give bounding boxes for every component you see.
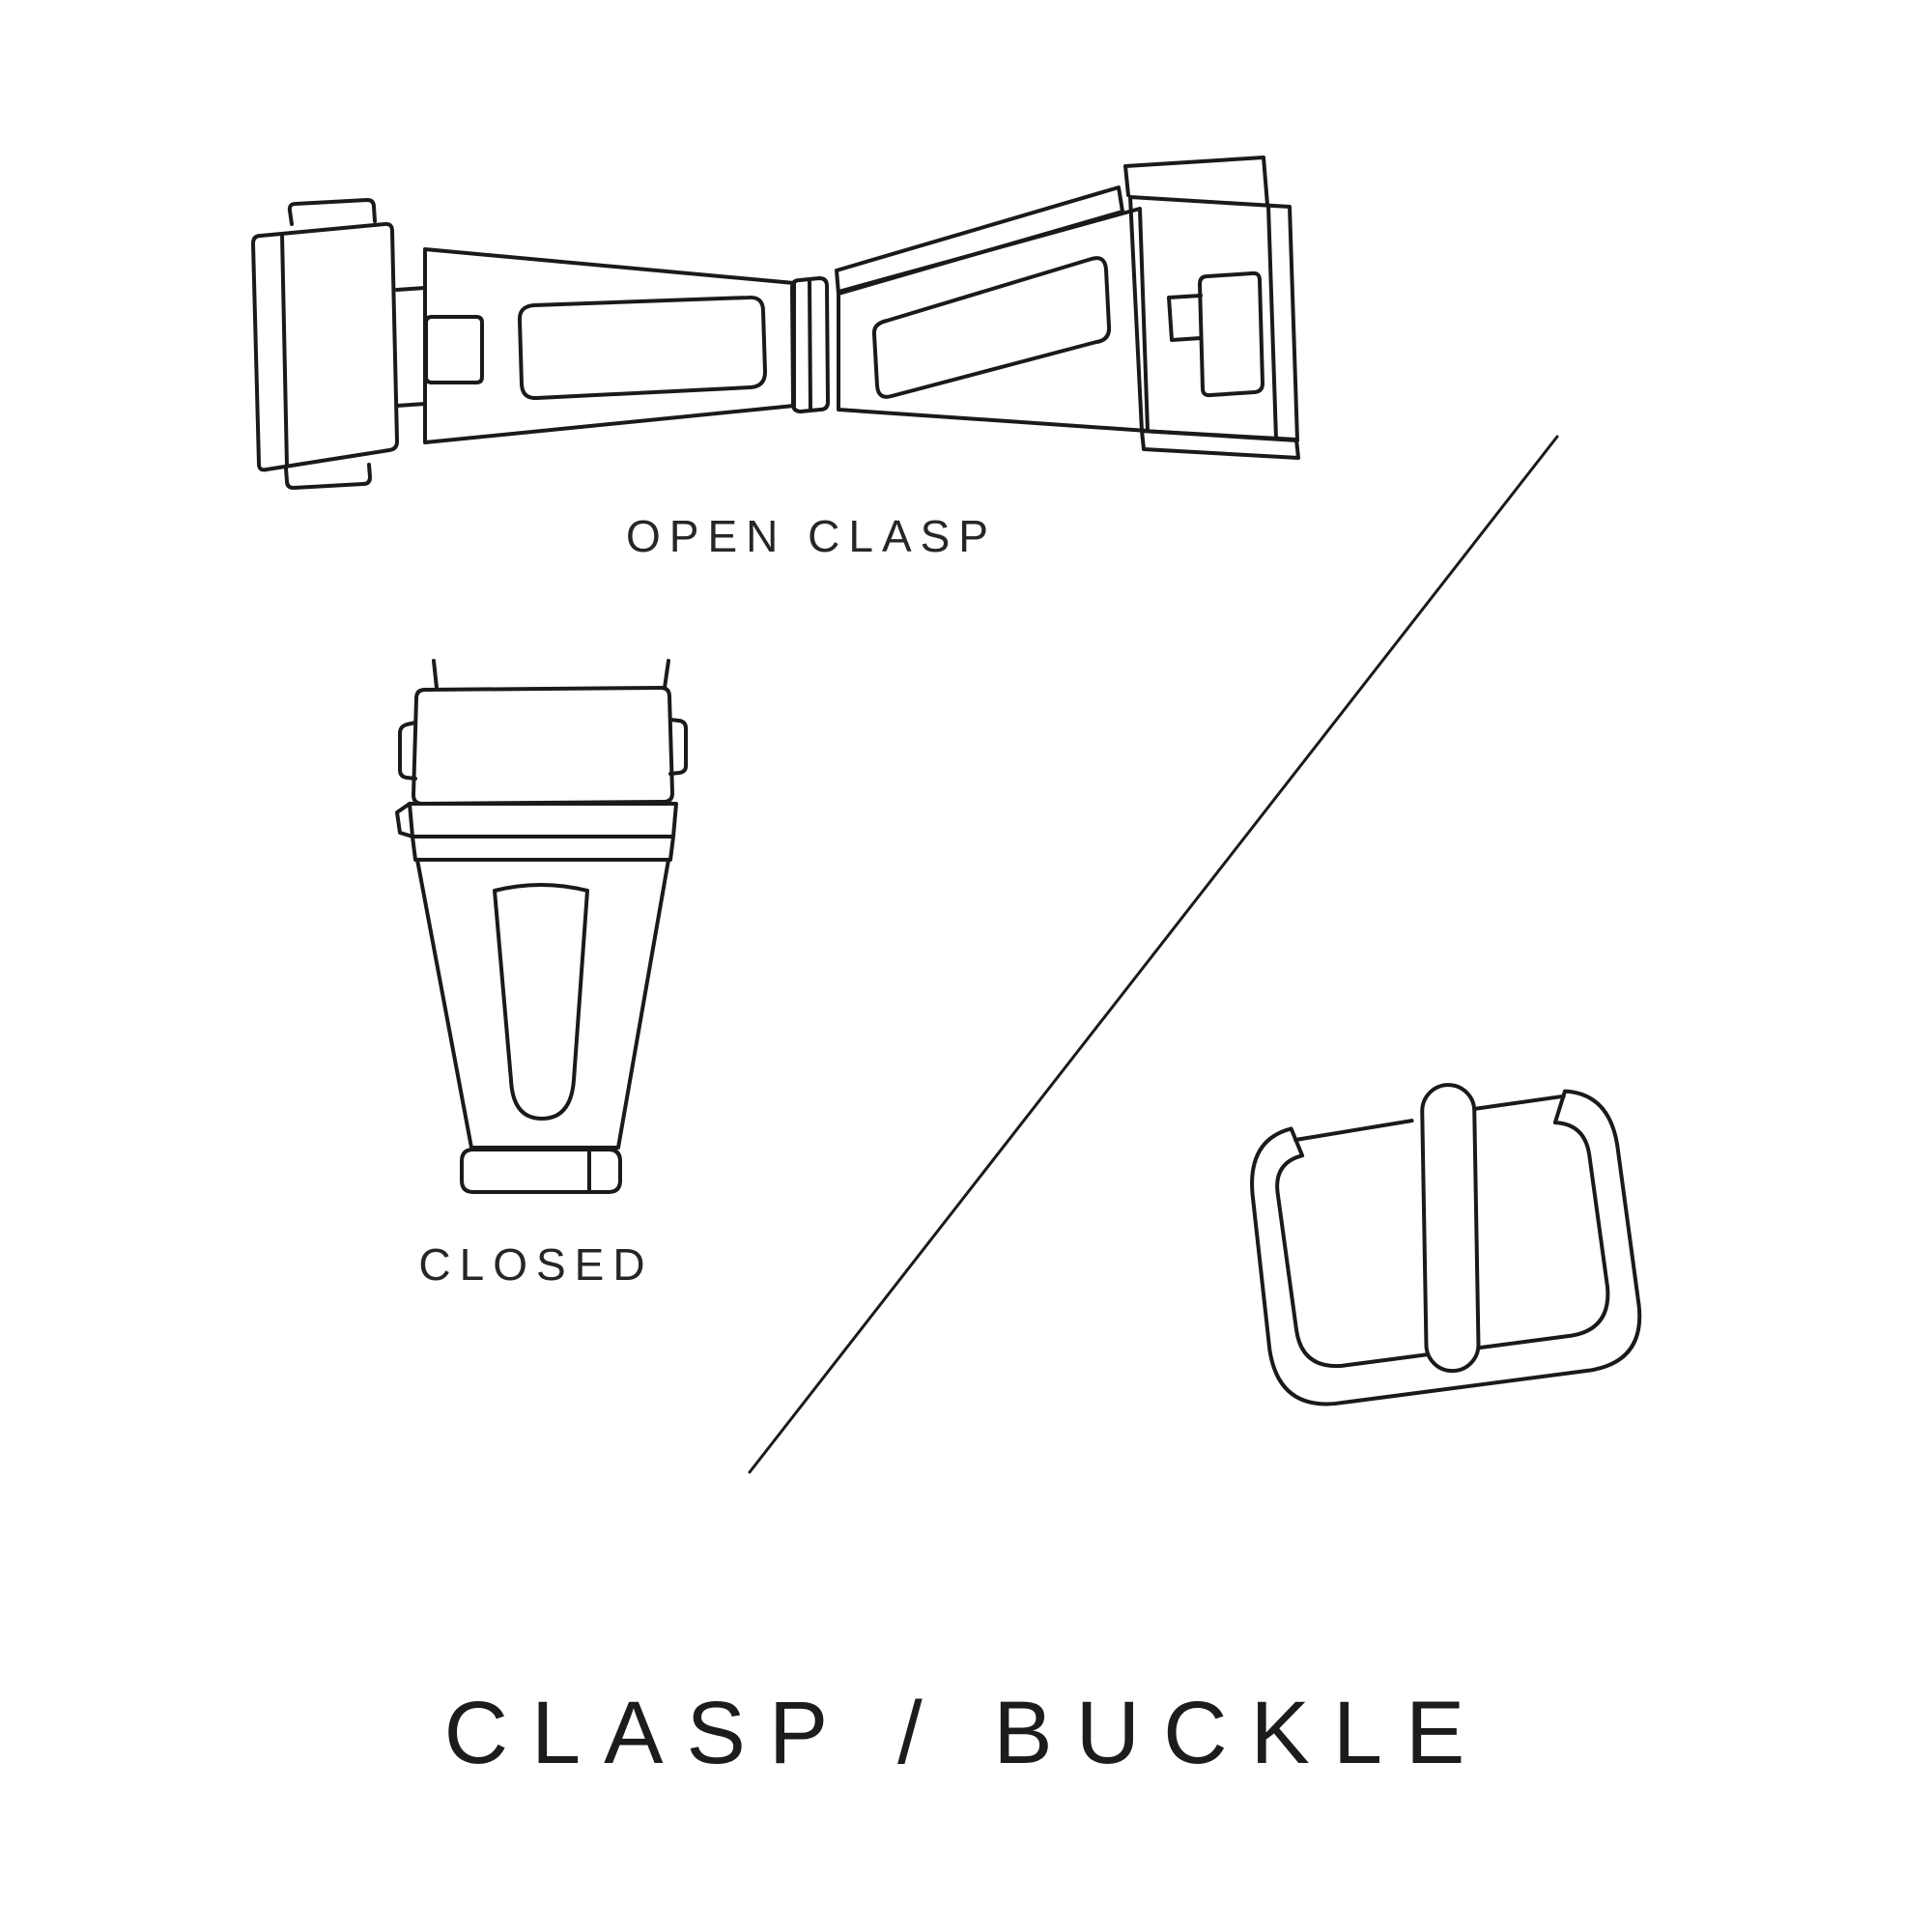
tang-buckle-illustration [1250, 1083, 1642, 1406]
open-clasp-illustration [251, 156, 1300, 490]
closed-clasp-label: CLOSED [418, 1239, 654, 1290]
page-title: CLASP / BUCKLE [443, 1684, 1489, 1782]
open-clasp-label: OPEN CLASP [626, 511, 997, 561]
divider-line [748, 435, 1559, 1474]
closed-clasp-illustration [395, 659, 688, 1194]
